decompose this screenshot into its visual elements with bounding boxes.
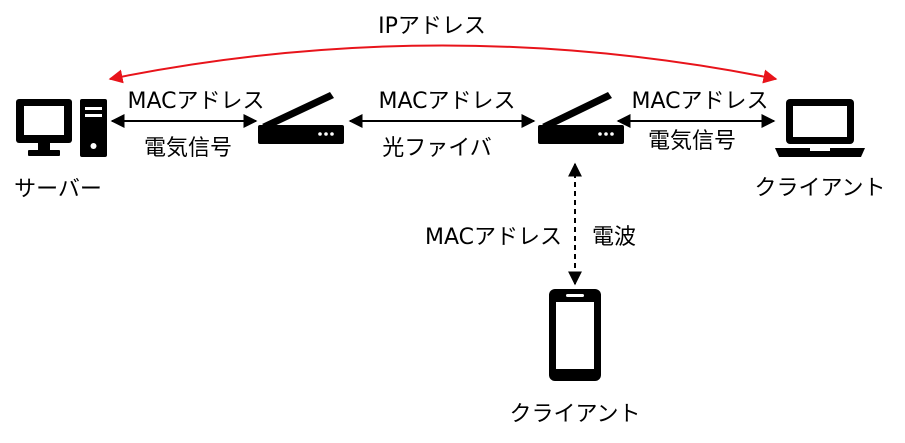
link-router-router-medium: 光ファイバ [382, 136, 492, 161]
link-router-router-address: MACアドレス [378, 89, 515, 114]
smartphone-icon [549, 289, 601, 381]
link-server-router-address: MACアドレス [127, 89, 264, 114]
server-label: サーバー [14, 177, 102, 202]
link-router-laptop-address: MACアドレス [631, 89, 768, 114]
router-right-icon [538, 92, 624, 144]
laptop-client-label: クライアント [754, 176, 885, 201]
laptop-icon [775, 99, 865, 157]
link-router-phone-medium: 電波 [592, 225, 636, 250]
phone-client-label: クライアント [509, 402, 640, 427]
link-server-router-medium: 電気信号 [144, 136, 232, 161]
link-router-phone-address: MACアドレス [425, 225, 562, 250]
desktop-pc-icon [16, 99, 107, 157]
router-left-icon [258, 92, 344, 144]
ip-link-label: IPアドレス [378, 14, 486, 39]
ip-link-arc [108, 44, 778, 84]
link-router-laptop-medium: 電気信号 [648, 129, 736, 154]
